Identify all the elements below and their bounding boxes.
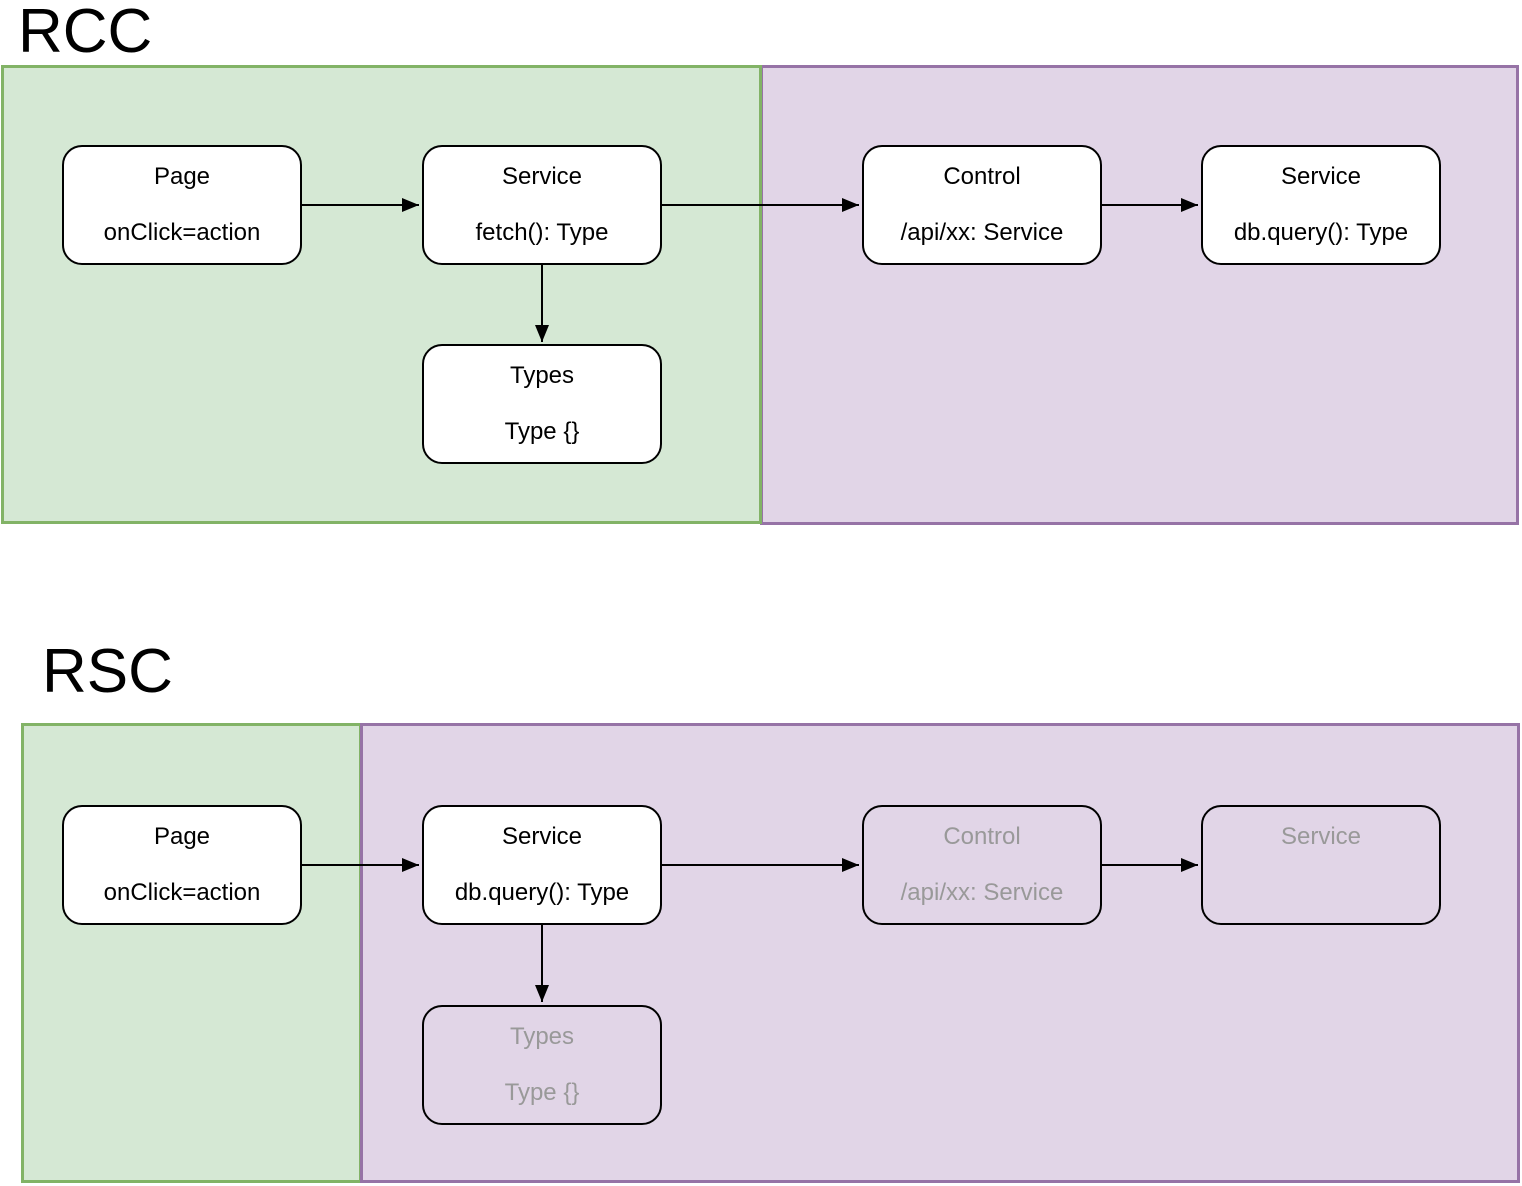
- rsc-control-node-ghost: Control /api/xx: Service: [862, 805, 1102, 925]
- node-title: Types: [509, 362, 575, 389]
- rsc-service-node-ghost: Service: [1201, 805, 1441, 925]
- rsc-client-zone: [21, 723, 362, 1183]
- node-subtitle: /api/xx: Service: [900, 219, 1064, 246]
- node-title: Service: [501, 823, 583, 850]
- node-title: Page: [153, 823, 211, 850]
- node-subtitle: onClick=action: [103, 879, 261, 906]
- node-subtitle: Type {}: [504, 1079, 580, 1106]
- rcc-control-node: Control /api/xx: Service: [862, 145, 1102, 265]
- rcc-service-fetch-node: Service fetch(): Type: [422, 145, 662, 265]
- node-subtitle: Type {}: [504, 418, 580, 445]
- node-title: Service: [1280, 163, 1362, 190]
- node-title: Service: [1280, 823, 1362, 850]
- node-subtitle: db.query(): Type: [454, 879, 630, 906]
- rsc-section-title: RSC: [42, 637, 173, 706]
- node-title: Control: [943, 163, 1021, 190]
- rcc-service-db-node: Service db.query(): Type: [1201, 145, 1441, 265]
- rcc-types-node: Types Type {}: [422, 344, 662, 464]
- rcc-page-node: Page onClick=action: [62, 145, 302, 265]
- rsc-page-node: Page onClick=action: [62, 805, 302, 925]
- rcc-section-title: RCC: [18, 0, 153, 66]
- rsc-server-zone: [360, 723, 1520, 1183]
- node-subtitle: /api/xx: Service: [900, 879, 1064, 906]
- node-title: Types: [509, 1023, 575, 1050]
- node-title: Control: [943, 823, 1021, 850]
- node-subtitle: onClick=action: [103, 219, 261, 246]
- node-title: Service: [501, 163, 583, 190]
- node-title: Page: [153, 163, 211, 190]
- node-subtitle: fetch(): Type: [475, 219, 609, 246]
- rcc-server-zone: [760, 65, 1519, 525]
- rsc-service-db-node: Service db.query(): Type: [422, 805, 662, 925]
- rsc-types-node-ghost: Types Type {}: [422, 1005, 662, 1125]
- node-subtitle: db.query(): Type: [1233, 219, 1409, 246]
